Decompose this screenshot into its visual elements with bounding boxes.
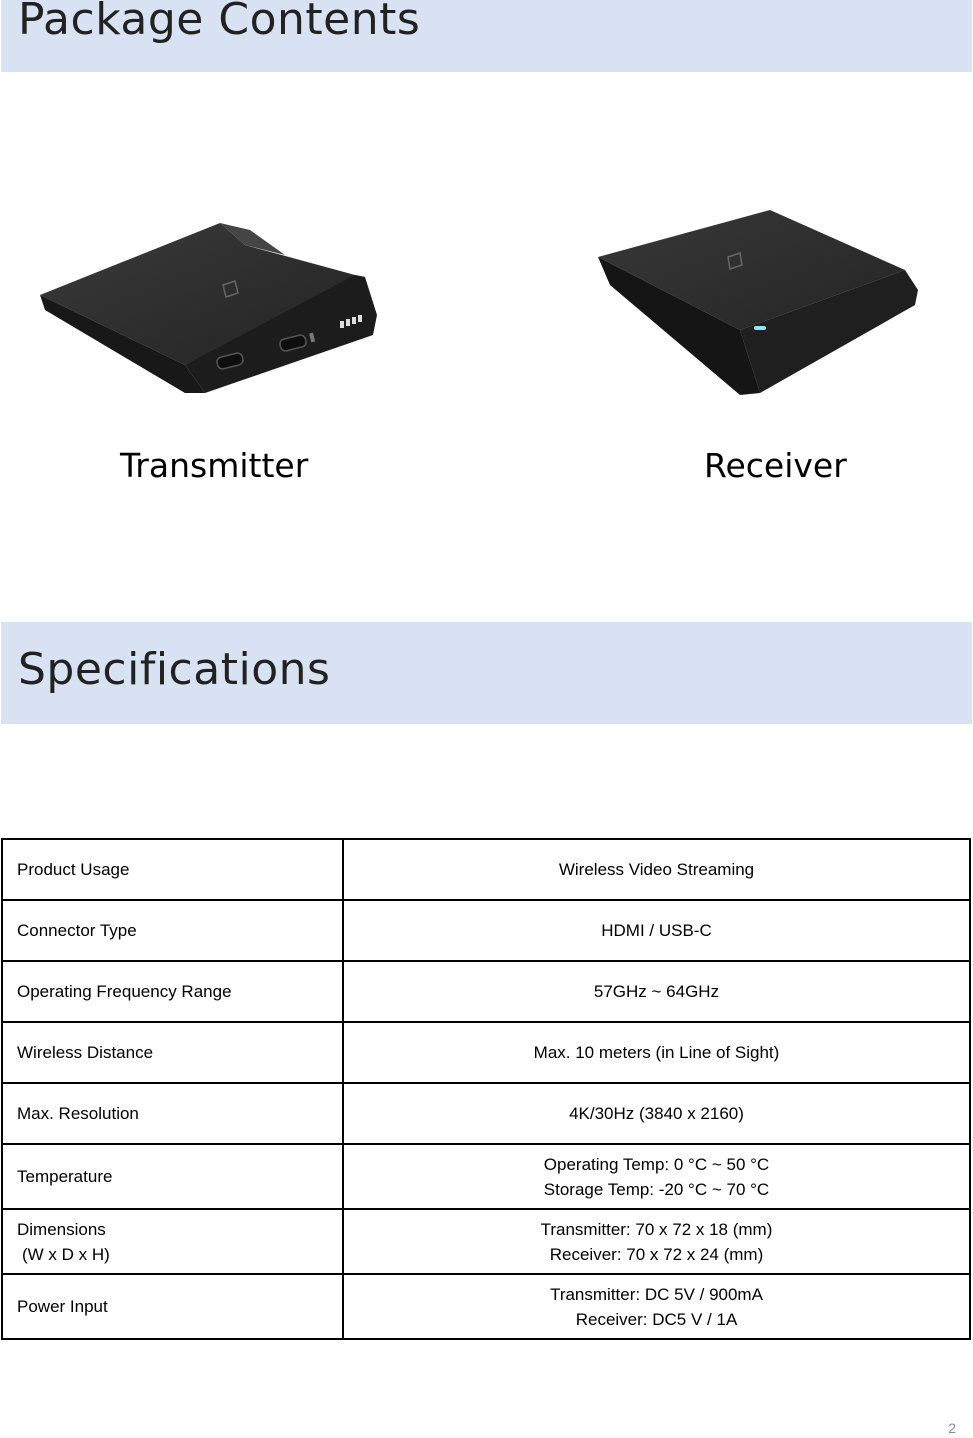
spec-key: Dimensions (W x D x H) [1, 1208, 344, 1275]
spec-value: HDMI / USB-C [342, 899, 971, 962]
spec-key: Power Input [1, 1273, 344, 1340]
spec-value: Transmitter: DC 5V / 900mA Receiver: DC5… [342, 1273, 971, 1340]
spec-value: Wireless Video Streaming [342, 838, 971, 901]
spec-key: Connector Type [1, 899, 344, 962]
table-row: Product Usage Wireless Video Streaming [1, 838, 971, 901]
table-row: Power Input Transmitter: DC 5V / 900mA R… [1, 1273, 971, 1340]
table-row: Wireless Distance Max. 10 meters (in Lin… [1, 1021, 971, 1084]
spec-value: Transmitter: 70 x 72 x 18 (mm) Receiver:… [342, 1208, 971, 1275]
receiver-label: Receiver [704, 446, 847, 485]
spec-value: Max. 10 meters (in Line of Sight) [342, 1021, 971, 1084]
table-row: Operating Frequency Range 57GHz ~ 64GHz [1, 960, 971, 1023]
spec-key: Product Usage [1, 838, 344, 901]
table-row: Max. Resolution 4K/30Hz (3840 x 2160) [1, 1082, 971, 1145]
package-contents-banner: Package Contents [1, 0, 972, 72]
table-row: Connector Type HDMI / USB-C [1, 899, 971, 962]
spec-key: Max. Resolution [1, 1082, 344, 1145]
receiver-device-icon [590, 205, 925, 400]
specifications-table: Product Usage Wireless Video Streaming C… [1, 838, 971, 1340]
spec-key: Wireless Distance [1, 1021, 344, 1084]
table-row: Temperature Operating Temp: 0 °C ~ 50 °C… [1, 1143, 971, 1210]
spec-value: 4K/30Hz (3840 x 2160) [342, 1082, 971, 1145]
transmitter-device-icon [35, 215, 380, 400]
transmitter-label: Transmitter [120, 446, 309, 485]
table-row: Dimensions (W x D x H) Transmitter: 70 x… [1, 1208, 971, 1275]
specifications-banner: Specifications [1, 622, 972, 724]
page-number: 2 [948, 1420, 956, 1436]
specifications-title: Specifications [18, 644, 331, 695]
package-contents-title: Package Contents [18, 0, 421, 45]
spec-value: Operating Temp: 0 °C ~ 50 °C Storage Tem… [342, 1143, 971, 1210]
spec-key: Temperature [1, 1143, 344, 1210]
spec-key: Operating Frequency Range [1, 960, 344, 1023]
spec-value: 57GHz ~ 64GHz [342, 960, 971, 1023]
